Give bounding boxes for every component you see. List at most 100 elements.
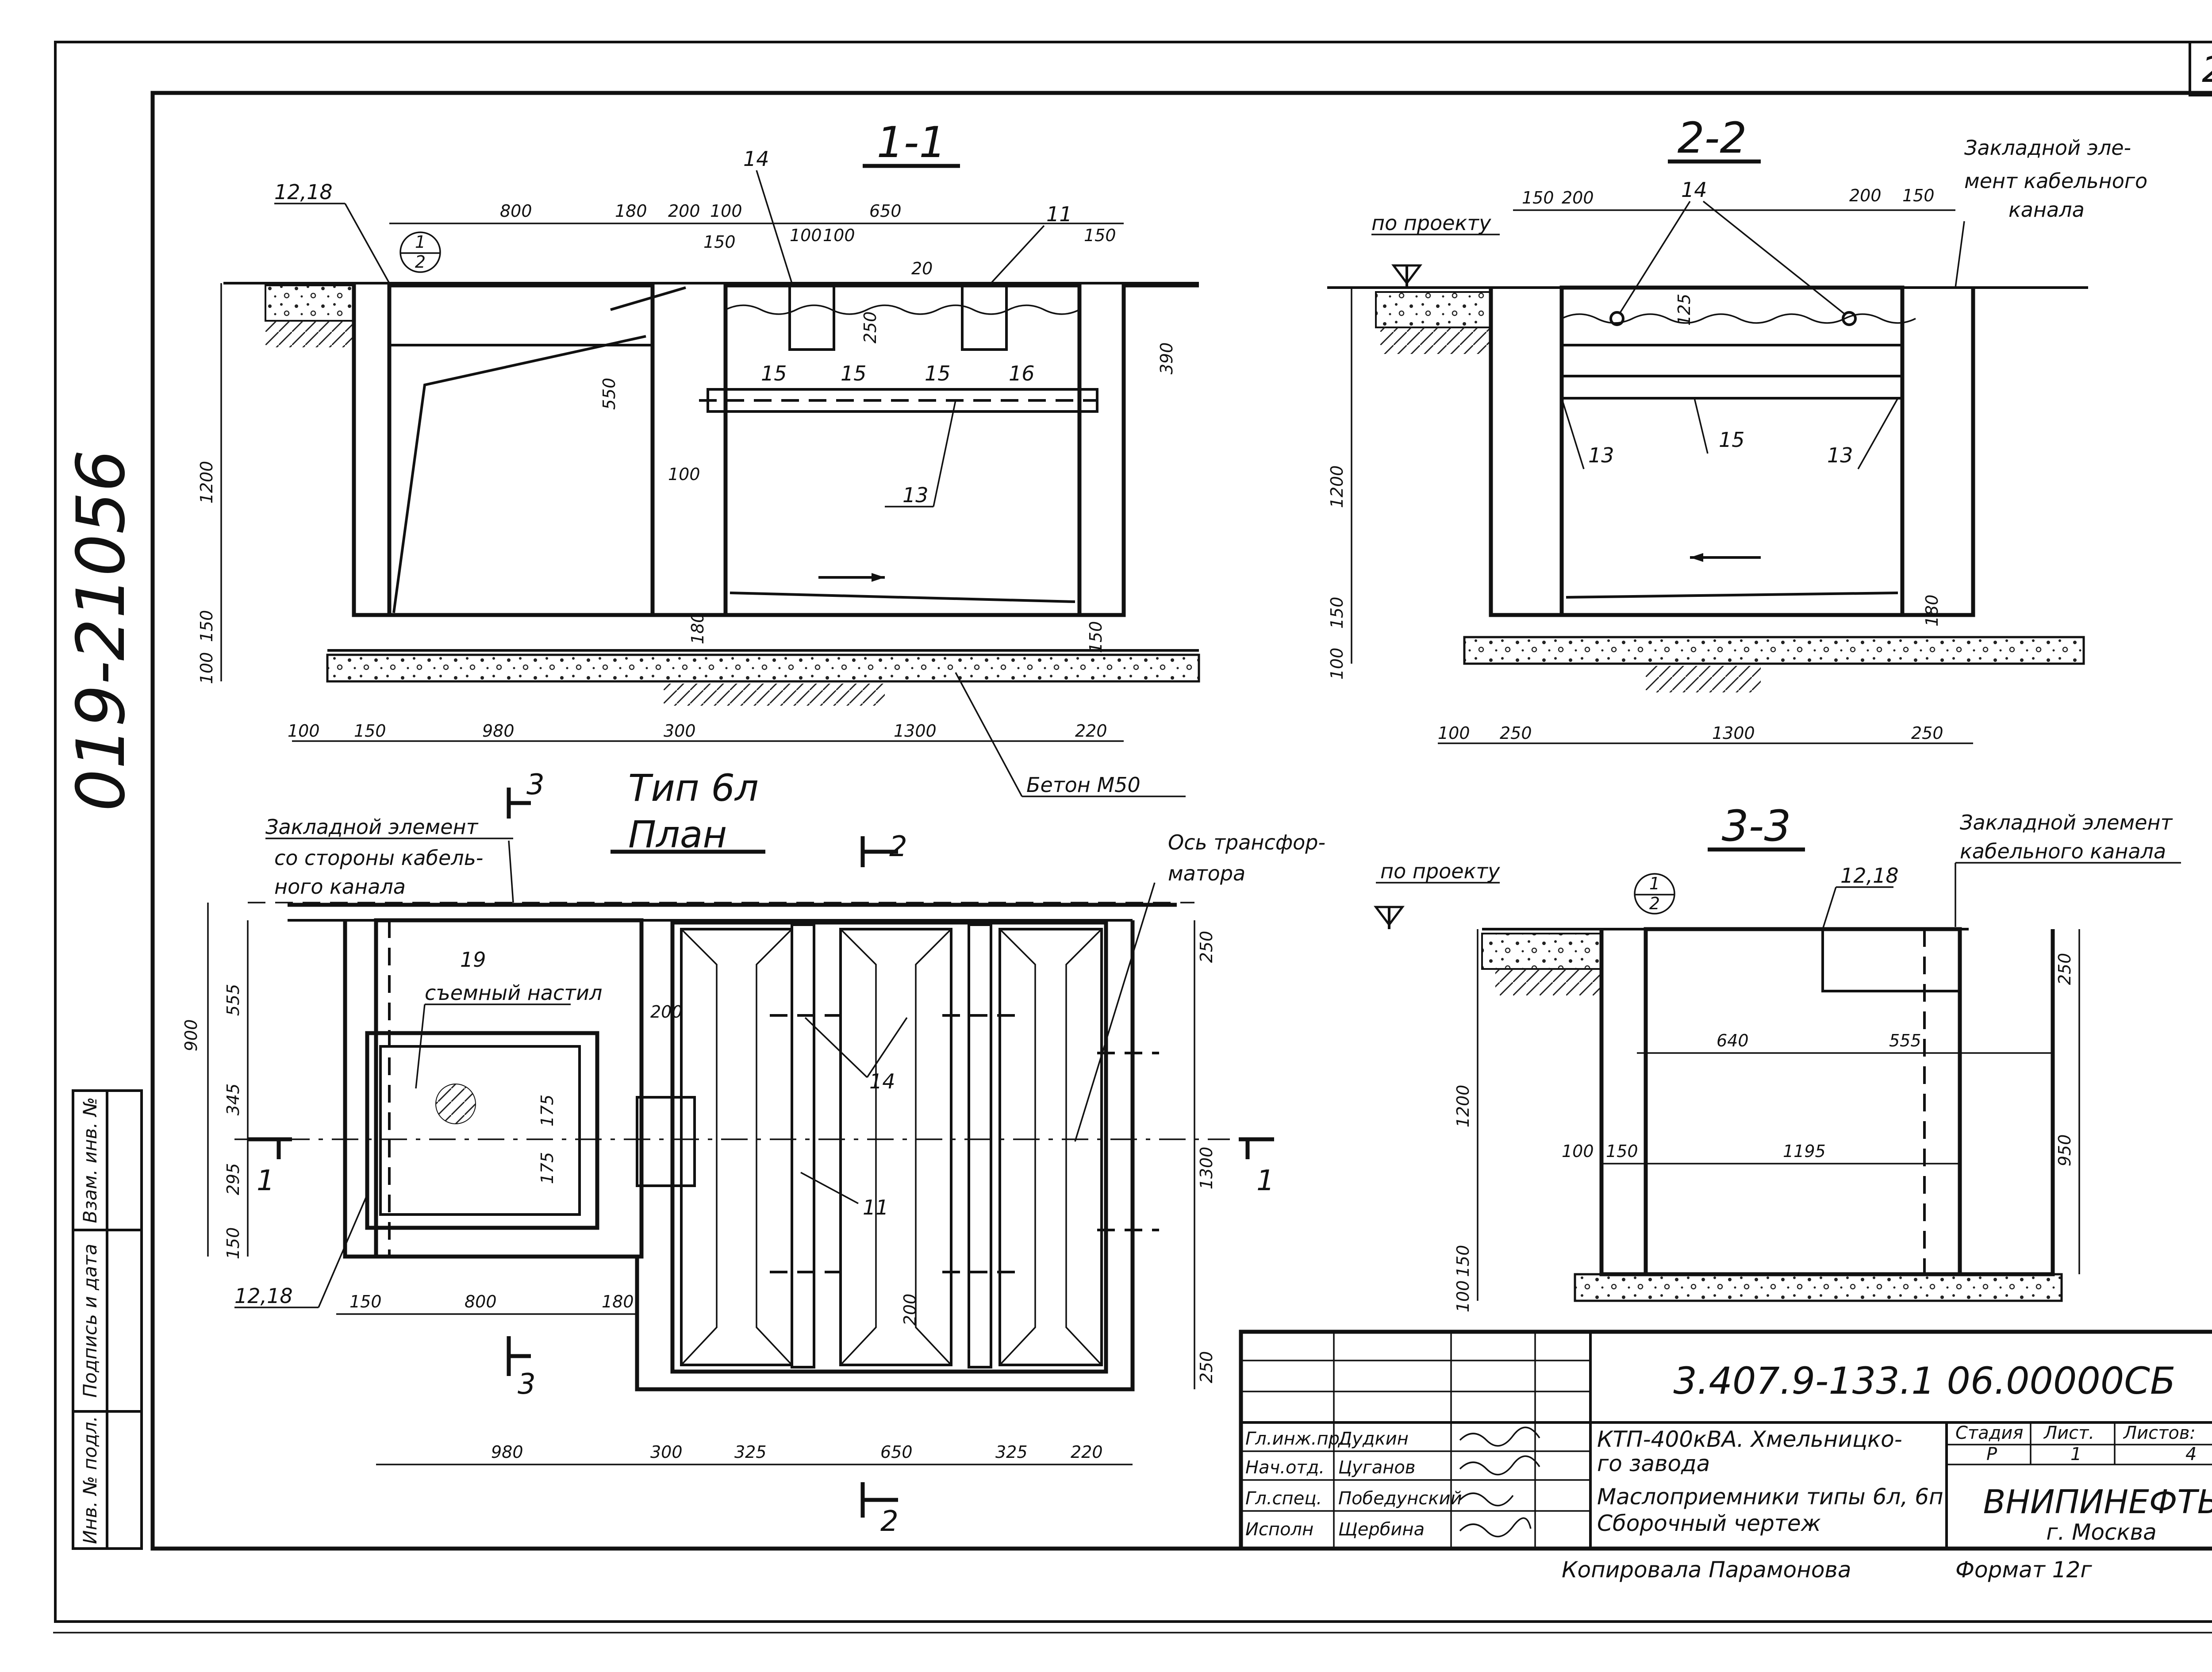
mark-15-s1-b: 15 bbox=[841, 361, 867, 385]
section-2-2-title: 2-2 bbox=[1678, 113, 1747, 163]
tb-sheet-label: Лист. bbox=[2043, 1423, 2094, 1443]
callout-bottom-s3: 2 bbox=[1649, 894, 1660, 913]
dim-s3-640: 640 bbox=[1717, 1031, 1749, 1050]
cut-mark-1-right: 1 bbox=[1239, 1137, 1275, 1197]
tb-city: г. Москва bbox=[2046, 1519, 2157, 1545]
tb-sheets-label: Листов: bbox=[2123, 1423, 2196, 1443]
hatch-spot bbox=[435, 1084, 476, 1124]
dim-s3-150: 150 bbox=[1606, 1142, 1638, 1161]
cut-mark-3-bottom: 3 bbox=[507, 1336, 536, 1401]
tb-title-2: Сборочный чертеж bbox=[1597, 1511, 1821, 1536]
cut-1-left-label: 1 bbox=[257, 1165, 275, 1197]
mark-14-s2: 14 bbox=[1681, 178, 1707, 202]
cut-2-bottom-label: 2 bbox=[880, 1505, 899, 1538]
dim-plan-bot-220: 220 bbox=[1071, 1442, 1103, 1462]
dim-s1-bot-300: 300 bbox=[664, 721, 696, 741]
cut-mark-2-bottom: 2 bbox=[860, 1482, 899, 1538]
note-os-2: матора bbox=[1168, 861, 1245, 885]
dim-plan-175a: 175 bbox=[538, 1095, 557, 1127]
note-zaklad-33-2: кабельного канала bbox=[1960, 839, 2166, 863]
cut-mark-3-top: 3 bbox=[507, 769, 545, 819]
callout-top-s1: 1 bbox=[415, 232, 426, 252]
mark-14-s1: 14 bbox=[743, 147, 769, 171]
plan-title: План bbox=[628, 813, 727, 856]
mark-12-18-plan: 12,18 bbox=[234, 1284, 293, 1308]
section-3-3: 3-3 по проекту Закладной элемент кабельн… bbox=[1374, 801, 2181, 1313]
note-po-proektu-s2: по проекту bbox=[1371, 211, 1491, 235]
cut-3-bottom-label: 3 bbox=[518, 1368, 536, 1401]
note-semnyi: съемный настил bbox=[425, 981, 602, 1005]
dim-s2-150: 150 bbox=[1327, 597, 1347, 629]
tb-name-3: Щербина bbox=[1338, 1519, 1425, 1540]
dim-s1-top-180: 180 bbox=[615, 201, 647, 221]
cut-mark-2-top: 2 bbox=[860, 830, 907, 867]
plan-type: Тип 6л bbox=[628, 766, 759, 810]
tb-name-0: Дудкин bbox=[1337, 1429, 1409, 1449]
section-2-2: 2-2 по проекту 14 13 15 13 Закладной эле… bbox=[1327, 113, 2147, 744]
dim-s2-top-150: 150 bbox=[1522, 188, 1554, 208]
dim-plan-bot-300: 300 bbox=[650, 1442, 683, 1462]
dim-s2-bot-1300: 1300 bbox=[1712, 723, 1755, 743]
dim-plan-bot-980: 980 bbox=[491, 1442, 523, 1462]
dim-plan-345: 345 bbox=[223, 1084, 243, 1116]
dim-s1-250: 250 bbox=[860, 311, 880, 344]
dim-s2-180: 180 bbox=[1922, 595, 1942, 627]
dim-plan-175b: 175 bbox=[538, 1152, 557, 1184]
tb-sheets: 4 bbox=[2185, 1444, 2197, 1464]
dim-plan-bot-325b: 325 bbox=[995, 1442, 1028, 1462]
tb-role-0: Гл.инж.пр. bbox=[1245, 1429, 1345, 1449]
dim-s3-1200: 1200 bbox=[1453, 1085, 1473, 1128]
mark-16-s1: 16 bbox=[1009, 361, 1035, 385]
mark-14-plan: 14 bbox=[869, 1069, 895, 1093]
mark-19: 19 bbox=[460, 948, 486, 972]
dim-s3-100-v: 100 bbox=[1453, 1280, 1473, 1313]
dim-s1-1200: 1200 bbox=[197, 461, 216, 504]
mark-15-s1-c: 15 bbox=[925, 361, 951, 385]
tb-object-2: го завода bbox=[1597, 1451, 1710, 1476]
dim-s1-top-150b: 150 bbox=[1084, 226, 1116, 245]
dim-s1-bot-220: 220 bbox=[1075, 721, 1107, 741]
inventory-stamp: 019-21056 bbox=[63, 450, 140, 811]
tb-stage: Р bbox=[1986, 1444, 1997, 1464]
callout-top-s3: 1 bbox=[1649, 874, 1660, 893]
dim-s3-555: 555 bbox=[1889, 1031, 1921, 1050]
mark-11-plan: 11 bbox=[863, 1195, 889, 1219]
cut-1-right-label: 1 bbox=[1256, 1165, 1275, 1197]
dim-s1-bot-100: 100 bbox=[288, 721, 320, 741]
dim-s1-100-left: 100 bbox=[668, 465, 700, 484]
dim-plan-295: 295 bbox=[223, 1163, 243, 1195]
cut-2-top-label: 2 bbox=[889, 830, 907, 863]
tb-code: 3.407.9-133.1 06.00000СБ bbox=[1673, 1359, 2175, 1403]
dim-s3-250: 250 bbox=[2055, 953, 2074, 985]
dim-s1-180: 180 bbox=[688, 612, 707, 645]
section-3-3-title: 3-3 bbox=[1722, 801, 1791, 851]
tb-format: Формат 12г bbox=[1955, 1557, 2092, 1583]
mark-13-s2-a: 13 bbox=[1588, 443, 1614, 467]
dim-s1-150-right: 150 bbox=[1086, 621, 1106, 653]
mark-13-s2-b: 13 bbox=[1827, 443, 1853, 467]
dim-s1-top-100b: 100 bbox=[790, 226, 822, 245]
dim-s2-bot-250: 250 bbox=[1500, 723, 1532, 743]
cut-3-top-label: 3 bbox=[526, 769, 545, 801]
dim-s1-top-200: 200 bbox=[668, 201, 700, 221]
dim-s1-top-150: 150 bbox=[703, 232, 736, 252]
dim-s2-125: 125 bbox=[1674, 294, 1694, 326]
dim-plan-bot-650: 650 bbox=[880, 1442, 913, 1462]
dim-plan-250-bottom: 250 bbox=[1197, 1351, 1216, 1384]
dim-s3-150-v: 150 bbox=[1453, 1245, 1473, 1277]
note-beton: Бетон М50 bbox=[1026, 773, 1141, 797]
dim-plan-bot-325a: 325 bbox=[734, 1442, 767, 1462]
section-1-1: 1-1 12,18 1 2 bbox=[197, 118, 1200, 797]
note-zaklad-storony-2: со стороны кабель- bbox=[274, 846, 483, 870]
dim-plan-1300: 1300 bbox=[1197, 1147, 1216, 1190]
mark-15-s2: 15 bbox=[1719, 428, 1745, 452]
dim-s2-top-200b: 200 bbox=[1849, 186, 1882, 205]
tb-title-1: Маслоприемники типы 6л, 6п bbox=[1597, 1484, 1943, 1510]
dim-s1-top-650: 650 bbox=[869, 201, 902, 221]
note-os-1: Ось трансфор- bbox=[1168, 830, 1325, 854]
side-stamp: Инв. № подл. Подпись и дата Взам. инв. № bbox=[72, 1089, 143, 1550]
dim-s1-top-800: 800 bbox=[500, 201, 532, 221]
dim-s2-top-200: 200 bbox=[1562, 188, 1594, 208]
dim-s2-100: 100 bbox=[1327, 648, 1347, 680]
